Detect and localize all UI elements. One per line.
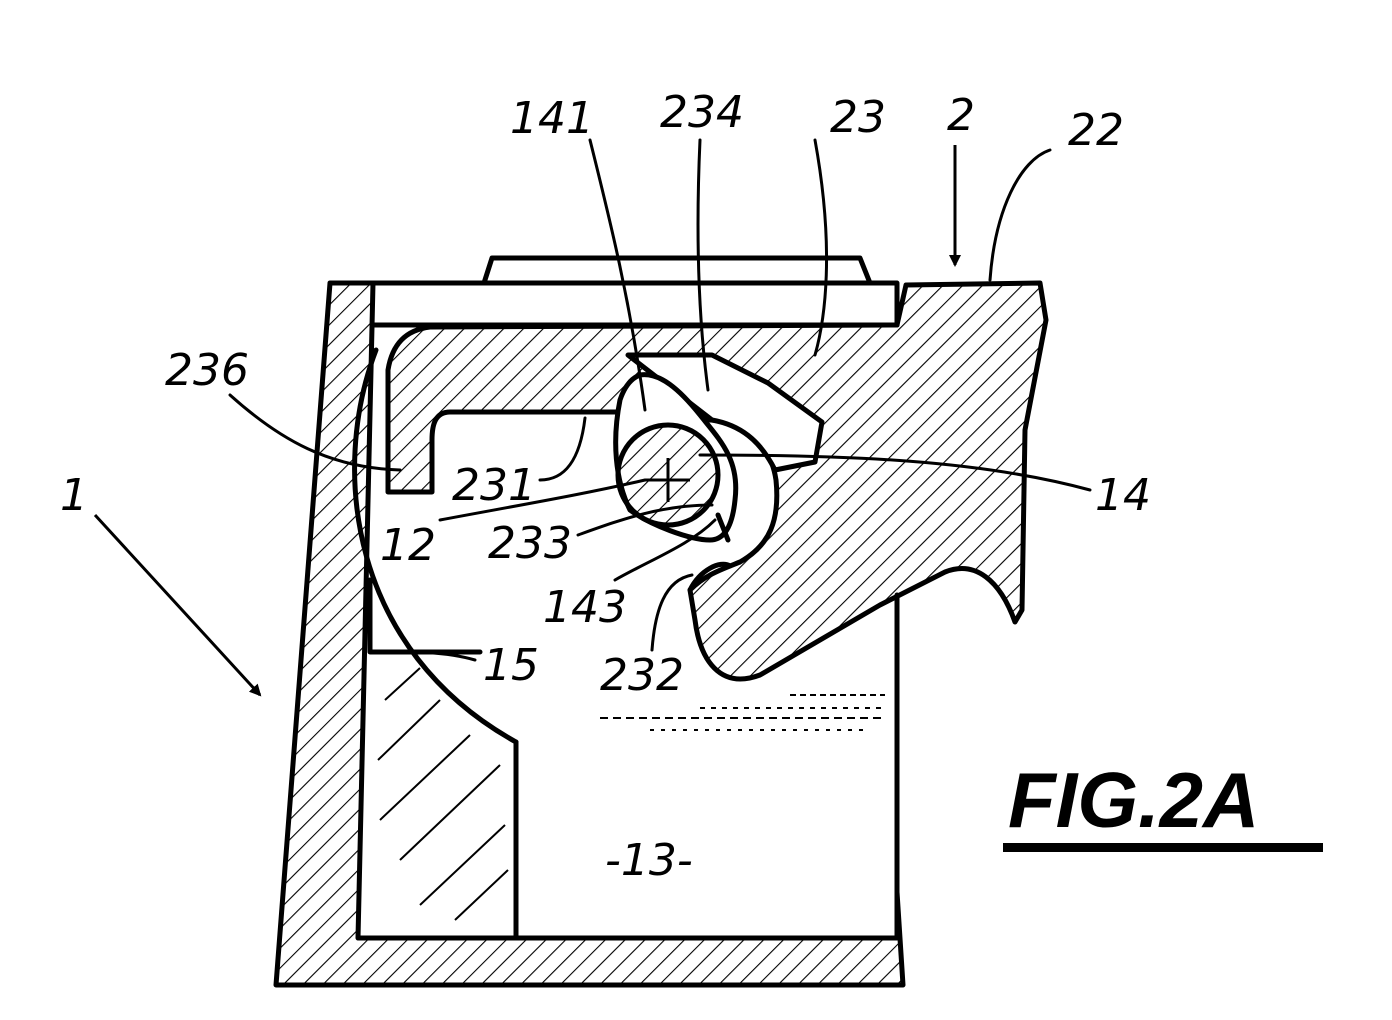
label-15: 15 (483, 640, 539, 691)
figure-title: FIG.2A (1008, 756, 1259, 844)
label-14: 14 (1095, 470, 1151, 521)
label-234: 234 (660, 87, 744, 138)
liner-shading (378, 668, 508, 920)
label-141: 141 (510, 93, 594, 144)
label-236: 236 (165, 345, 249, 396)
lid-raised-strip (484, 258, 870, 283)
label-22: 22 (1068, 105, 1124, 156)
label-231: 231 (452, 460, 536, 511)
figure-title-underline (1003, 843, 1323, 852)
label-143: 143 (543, 582, 627, 633)
label-1: 1 (60, 470, 88, 521)
label-12: 12 (380, 520, 436, 571)
label-2: 2 (947, 90, 975, 141)
label-232: 232 (600, 650, 684, 701)
arrow-part-1 (95, 515, 260, 695)
lid-top-plate (373, 283, 897, 325)
label-13: -13- (605, 835, 693, 886)
label-233: 233 (488, 518, 572, 569)
label-23: 23 (830, 92, 886, 143)
